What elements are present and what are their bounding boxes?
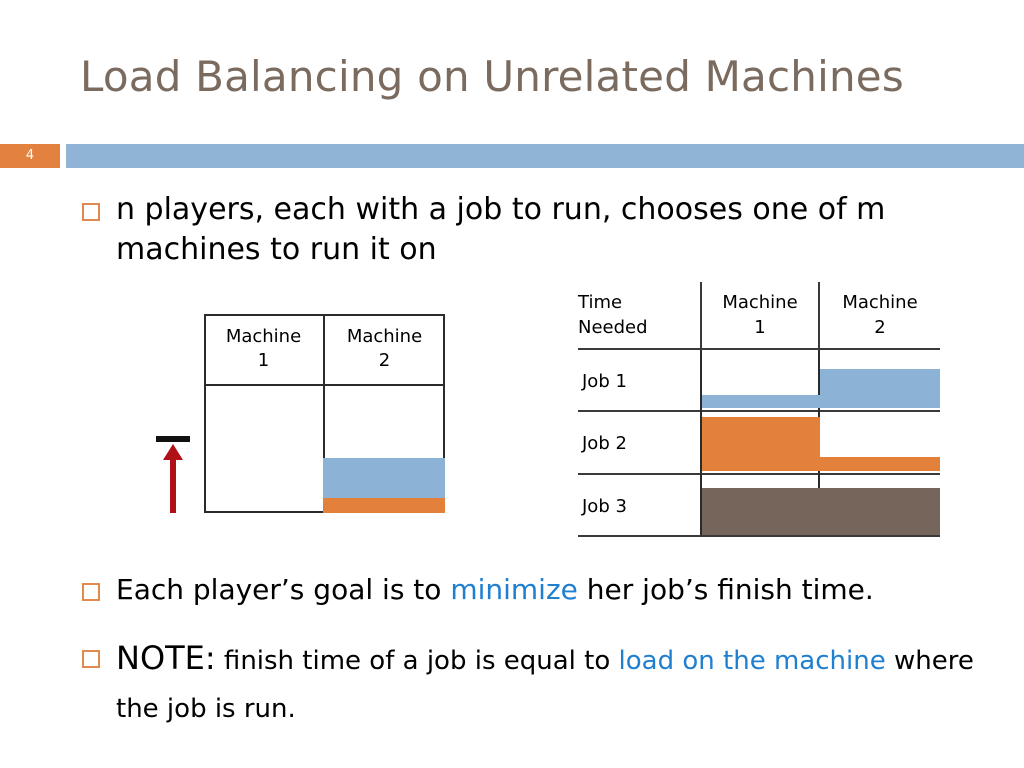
right-header-1-line2: 1 [754,317,766,338]
right-header-machine-1: Machine 1 [702,282,818,348]
bullet-item-3: NOTE: finish time of a job is equal to l… [82,634,1002,733]
bullet-2-text: Each player’s goal is to minimize her jo… [116,570,874,610]
table-row-label-job-2: Job 2 [582,432,627,454]
right-table-header-divider-2 [818,282,820,348]
arrow-cap-bar [156,436,190,442]
right-table-body-divider-1 [700,350,702,535]
bullet-square-icon [82,203,100,221]
right-header-machine-2: Machine 2 [820,282,940,348]
bar-job-1-machine-2 [820,369,940,408]
right-header-2-line1: Machine [842,292,918,313]
right-table-rule-job-3 [578,535,940,537]
bar-job-2-machine-1 [702,417,820,471]
left-header-2-line1: Machine [346,326,423,347]
left-stack-segment-job-2 [323,498,445,513]
left-stack-segment-job-1 [323,458,445,498]
bullet-item-2: Each player’s goal is to minimize her jo… [82,570,1002,610]
bullet-3-text: NOTE: finish time of a job is equal to l… [116,634,1002,733]
bullet-item-1: n players, each with a job to run, choos… [82,190,982,270]
bullet-3-link[interactable]: load on the machine [618,646,886,676]
machine-load-diagram: Machine 1 Machine 2 [204,314,445,513]
right-table-rule-job-1 [578,410,940,412]
left-table-column-divider [323,314,325,513]
right-table-rule-header [578,348,940,350]
bullet-square-icon [82,650,100,668]
right-header-2-line2: 2 [874,317,886,338]
table-row-label-job-1: Job 1 [582,370,627,392]
bullet-1-text: n players, each with a job to run, choos… [116,192,886,267]
time-needed-table: Time Needed Machine 1 Machine 2 Job 1 Jo… [578,282,940,538]
right-table-rule-job-2 [578,473,940,475]
left-header-1-line1: Machine [225,326,302,347]
bullet-square-icon [82,583,100,601]
bar-job-1-machine-1 [702,395,820,408]
bullet-2-link[interactable]: minimize [450,573,578,606]
right-header-1-line1: Machine [722,292,798,313]
bar-job-3-machine-2 [820,488,940,535]
slide-number-badge: 4 [0,144,60,168]
bullet-3-lead: NOTE: [116,639,216,677]
bullet-2-post: her job’s finish time. [577,573,874,606]
header-accent-band [66,144,1024,168]
time-needed-header: Time Needed [578,282,696,348]
left-table-header-machine-2: Machine 2 [325,314,444,384]
arrow-shaft [170,456,176,513]
arrow-head-triangle [163,444,183,460]
time-needed-header-line2: Needed [578,317,648,338]
right-table-header-divider-1 [700,282,702,348]
bullet-2-pre: Each player’s goal is to [116,573,451,606]
bar-job-3-machine-1 [702,488,820,535]
left-header-2-line2: 2 [378,350,391,371]
time-needed-header-line1: Time [578,292,623,313]
page-title: Load Balancing on Unrelated Machines [80,52,904,101]
bullet-3-pre: finish time of a job is equal to [215,646,619,676]
left-header-1-line2: 1 [257,350,270,371]
bar-job-2-machine-2 [820,457,940,471]
left-table-header-machine-1: Machine 1 [204,314,323,384]
table-row-label-job-3: Job 3 [582,495,627,517]
load-pointer-arrow-icon [154,436,194,516]
bullet-3-post: where the job is run. [116,646,974,724]
